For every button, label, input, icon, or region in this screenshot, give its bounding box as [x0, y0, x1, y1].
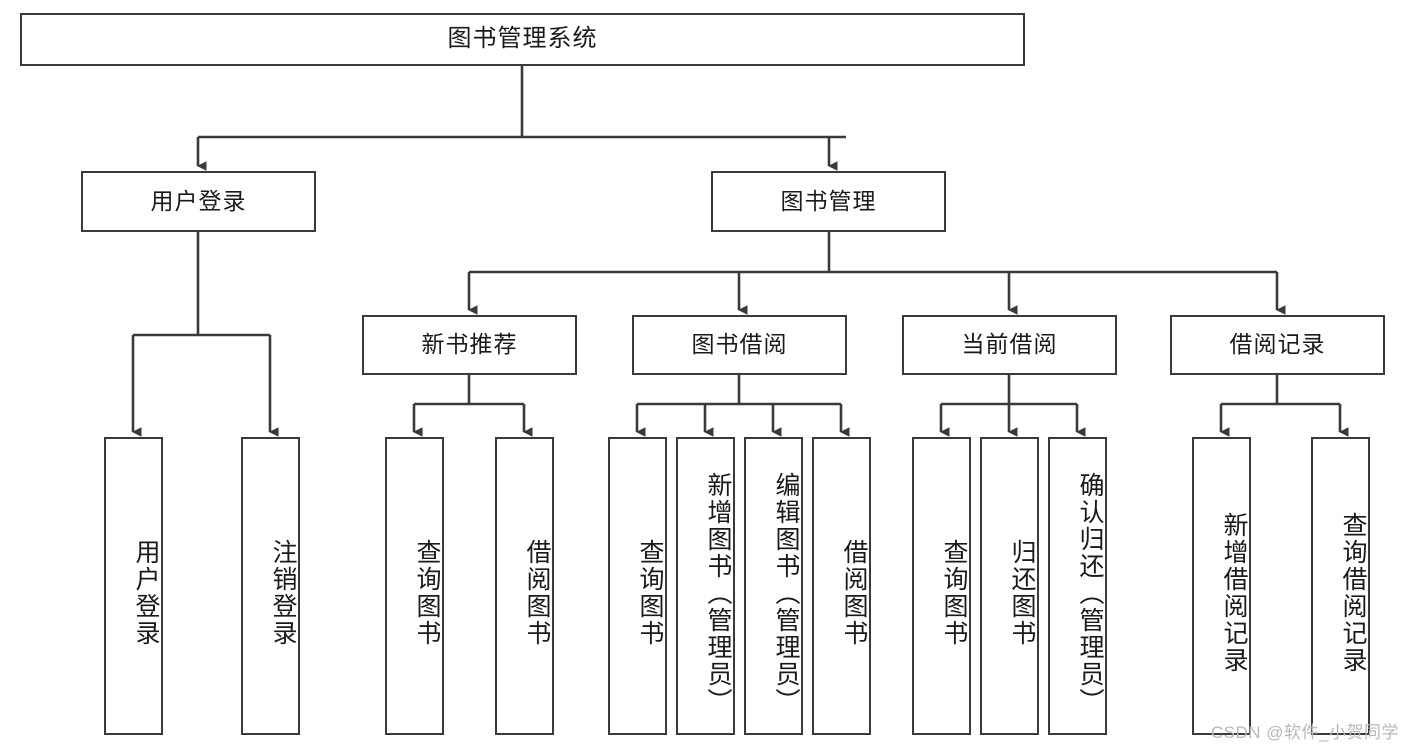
leaf-borrow-book-recommend[interactable]: 借阅图书 — [495, 437, 554, 735]
node-new-book-recommend[interactable]: 新书推荐 — [362, 315, 577, 375]
leaf-add-borrow-record[interactable]: 新增借阅记录 — [1192, 437, 1251, 735]
leaf-query-book-recommend[interactable]: 查询图书 — [385, 437, 444, 735]
node-root-system[interactable]: 图书管理系统 — [20, 13, 1025, 66]
leaf-edit-book-admin[interactable]: 编辑图书（管理员） — [744, 437, 803, 735]
leaf-return-book[interactable]: 归还图书 — [980, 437, 1039, 735]
node-book-management[interactable]: 图书管理 — [711, 171, 946, 232]
leaf-confirm-return-admin[interactable]: 确认归还（管理员） — [1048, 437, 1107, 735]
leaf-user-login[interactable]: 用户登录 — [104, 437, 163, 735]
leaf-query-borrow-record[interactable]: 查询借阅记录 — [1311, 437, 1370, 735]
node-current-borrow[interactable]: 当前借阅 — [902, 315, 1117, 375]
leaf-logout[interactable]: 注销登录 — [241, 437, 300, 735]
leaf-add-book-admin[interactable]: 新增图书（管理员） — [676, 437, 735, 735]
watermark-csdn: CSDN @软件_小贺同学 — [1210, 723, 1399, 742]
node-book-borrow[interactable]: 图书借阅 — [632, 315, 847, 375]
leaf-query-book-borrow[interactable]: 查询图书 — [608, 437, 667, 735]
node-borrow-record[interactable]: 借阅记录 — [1170, 315, 1385, 375]
leaf-query-book-current[interactable]: 查询图书 — [912, 437, 971, 735]
node-user-login[interactable]: 用户登录 — [81, 171, 316, 232]
leaf-borrow-book[interactable]: 借阅图书 — [812, 437, 871, 735]
